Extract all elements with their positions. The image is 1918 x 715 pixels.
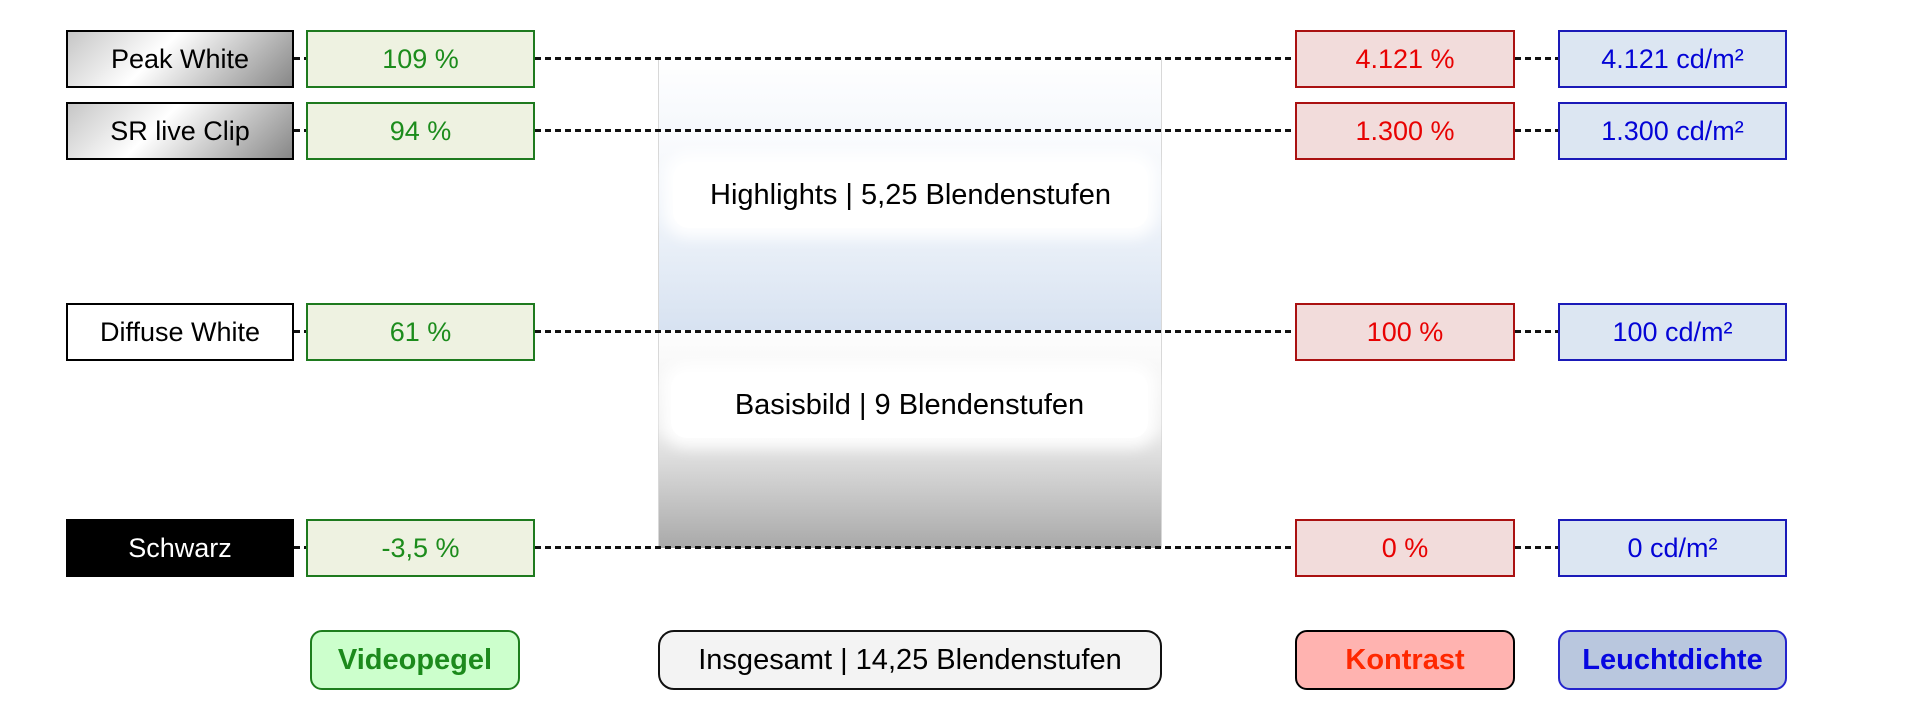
value-text: 1.300 cd/m² xyxy=(1601,115,1744,146)
value-text: 4.121 % xyxy=(1355,43,1455,74)
legend-text: Insgesamt | 14,25 Blendenstufen xyxy=(698,643,1122,676)
connector-dashed-line xyxy=(535,129,1295,132)
row-label-text: Diffuse White xyxy=(99,316,261,347)
connector-dashed-line xyxy=(535,546,1295,549)
connector-dashed-line xyxy=(294,129,308,132)
value-text: 100 cd/m² xyxy=(1612,316,1733,347)
panel-section-basisbild xyxy=(659,330,1161,548)
highlights-label: Highlights | 5,25 Blendenstufen xyxy=(710,178,1111,211)
connector-dashed-line xyxy=(535,57,1295,60)
row-label-text: Schwarz xyxy=(128,532,232,563)
value-text: 0 cd/m² xyxy=(1627,532,1718,563)
luminance-value-schwarz: 0 cd/m² xyxy=(1558,519,1787,577)
value-text: 61 % xyxy=(389,316,452,347)
legend-kontrast: Kontrast xyxy=(1295,630,1515,690)
basisbild-label-pill: Basisbild | 9 Blendenstufen xyxy=(671,372,1148,438)
row-label-sr-live-clip: SR live Clip xyxy=(66,102,294,160)
contrast-value-schwarz: 0 % xyxy=(1295,519,1515,577)
value-text: 0 % xyxy=(1381,532,1429,563)
video-level-value-schwarz: -3,5 % xyxy=(306,519,535,577)
value-text: 4.121 cd/m² xyxy=(1601,43,1744,74)
legend-text: Videopegel xyxy=(337,643,493,676)
connector-dashed-line xyxy=(1515,546,1558,549)
luminance-value-diffuse-white: 100 cd/m² xyxy=(1558,303,1787,361)
connector-dashed-line xyxy=(294,57,308,60)
row-label-schwarz: Schwarz xyxy=(66,519,294,577)
panel-section-sr-headroom xyxy=(659,58,1161,130)
connector-dashed-line xyxy=(294,330,308,333)
legend-leuchtdichte: Leuchtdichte xyxy=(1558,630,1787,690)
connector-dashed-line xyxy=(535,330,1295,333)
row-label-text: Peak White xyxy=(110,43,250,74)
connector-dashed-line xyxy=(294,546,308,549)
value-text: 94 % xyxy=(389,115,452,146)
value-text: 100 % xyxy=(1366,316,1444,347)
legend-text: Kontrast xyxy=(1345,643,1465,676)
legend-text: Leuchtdichte xyxy=(1582,643,1763,676)
panel-section-highlights xyxy=(659,130,1161,330)
video-level-value-diffuse-white: 61 % xyxy=(306,303,535,361)
row-label-diffuse-white: Diffuse White xyxy=(66,303,294,361)
value-text: 1.300 % xyxy=(1355,115,1455,146)
row-label-peak-white: Peak White xyxy=(66,30,294,88)
value-text: 109 % xyxy=(382,43,459,74)
value-text: -3,5 % xyxy=(381,532,460,563)
row-label-text: SR live Clip xyxy=(110,115,250,146)
tone-range-panel: Highlights | 5,25 Blendenstufen Basisbil… xyxy=(658,58,1162,548)
legend-total-blendenstufen: Insgesamt | 14,25 Blendenstufen xyxy=(658,630,1162,690)
connector-dashed-line xyxy=(1515,129,1558,132)
luminance-value-sr-live-clip: 1.300 cd/m² xyxy=(1558,102,1787,160)
highlights-label-pill: Highlights | 5,25 Blendenstufen xyxy=(673,162,1148,228)
video-level-value-sr-live-clip: 94 % xyxy=(306,102,535,160)
basisbild-label: Basisbild | 9 Blendenstufen xyxy=(734,388,1085,421)
contrast-value-diffuse-white: 100 % xyxy=(1295,303,1515,361)
connector-dashed-line xyxy=(1515,57,1558,60)
connector-dashed-line xyxy=(1515,330,1558,333)
luminance-value-peak-white: 4.121 cd/m² xyxy=(1558,30,1787,88)
video-level-value-peak-white: 109 % xyxy=(306,30,535,88)
legend-videopegel: Videopegel xyxy=(310,630,520,690)
contrast-value-peak-white: 4.121 % xyxy=(1295,30,1515,88)
contrast-value-sr-live-clip: 1.300 % xyxy=(1295,102,1515,160)
